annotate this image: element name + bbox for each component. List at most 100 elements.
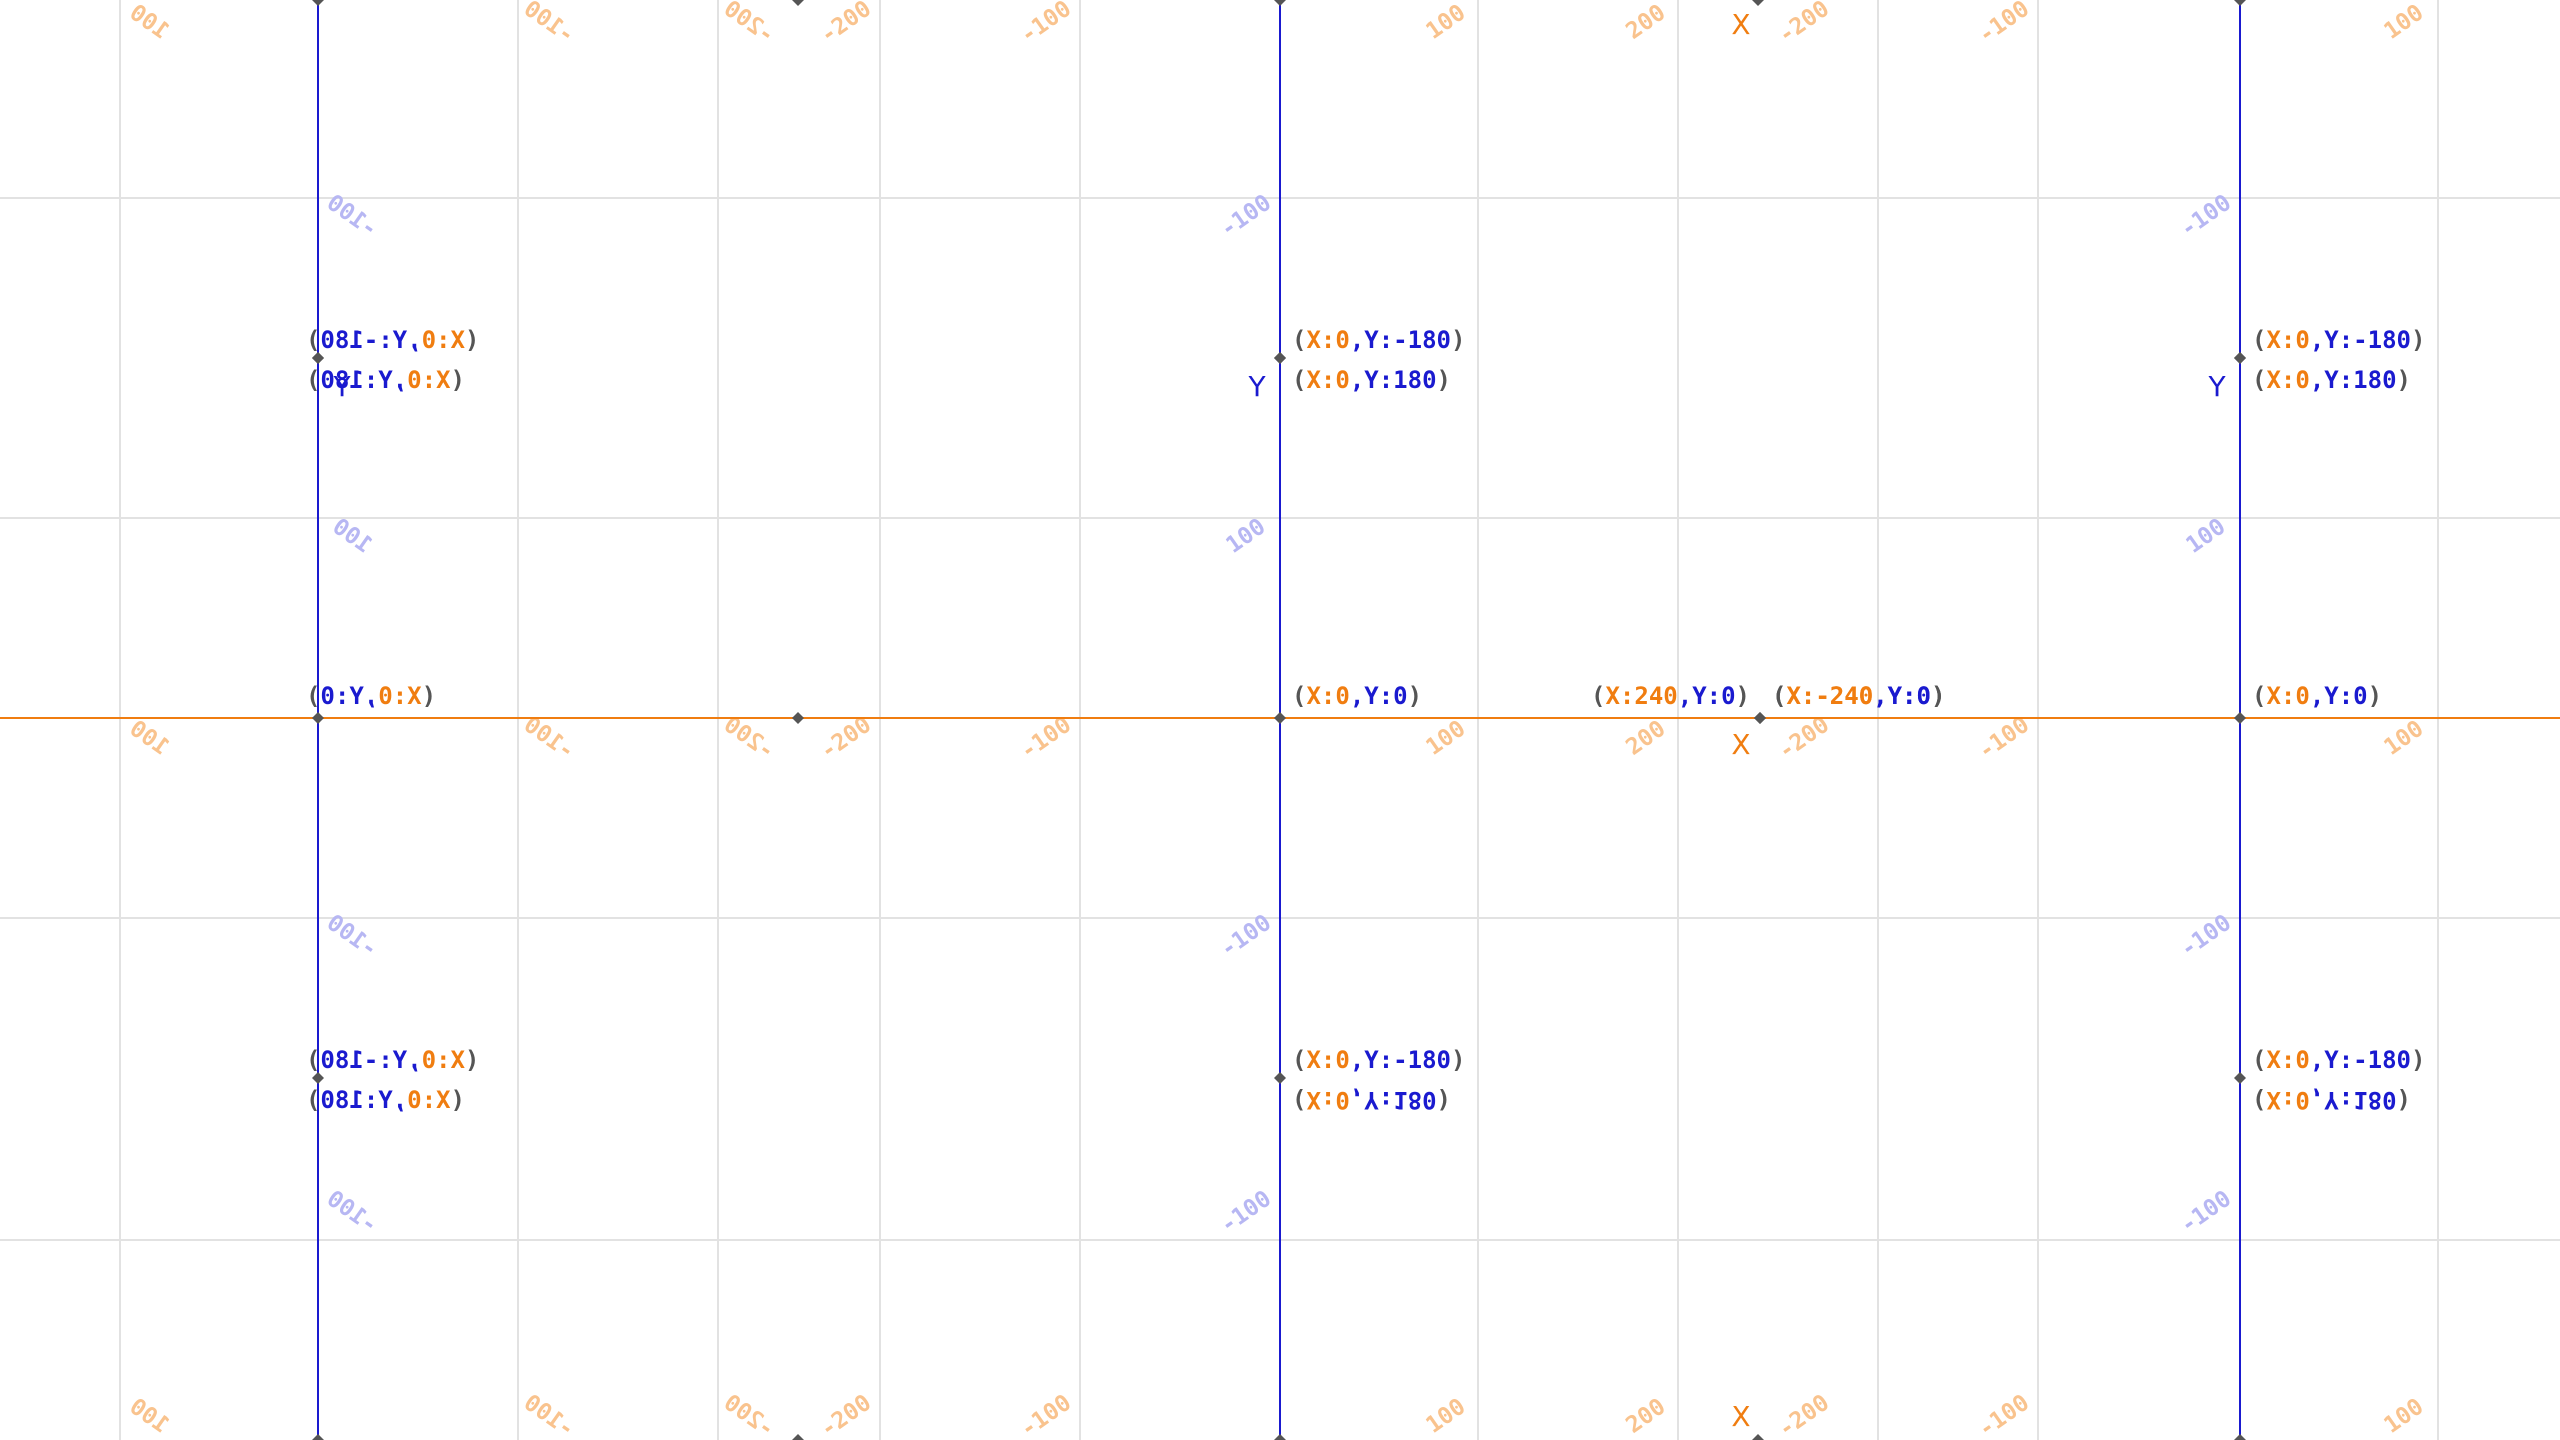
point-marker bbox=[312, 712, 324, 724]
point-label-part: X:240 bbox=[1605, 682, 1677, 710]
point-label-part: X:0 bbox=[422, 1046, 465, 1074]
y-axis-letter: Y bbox=[333, 370, 352, 403]
point-marker bbox=[1274, 1072, 1286, 1084]
point-label: (X:0,Y:0) bbox=[2252, 682, 2382, 710]
point-label-part: X:0 bbox=[378, 682, 421, 710]
point-marker bbox=[1274, 1434, 1286, 1440]
point-label-part: ( bbox=[465, 1046, 479, 1074]
point-label-part: Y:-180 bbox=[2324, 326, 2411, 354]
point-label-part: Y:180 bbox=[2324, 366, 2396, 394]
point-label-part: , bbox=[393, 1086, 407, 1114]
point-label-part: X:0 bbox=[1306, 1046, 1349, 1074]
point-label-part: ( bbox=[1292, 1086, 1306, 1114]
point-label-part: , bbox=[393, 366, 407, 394]
point-label-part: ) bbox=[1931, 682, 1945, 710]
x-axis-letter: X bbox=[1731, 1400, 1750, 1433]
point-label-part: , bbox=[1350, 366, 1364, 394]
point-label-part: , bbox=[364, 682, 378, 710]
point-label-part: ) bbox=[1451, 326, 1465, 354]
point-label: (X:240,Y:0) bbox=[1591, 682, 1750, 710]
point-label-part: X:0 bbox=[2266, 366, 2309, 394]
point-marker bbox=[312, 1072, 324, 1084]
point-label-part: ( bbox=[1292, 366, 1306, 394]
point-label-part: X:0 bbox=[2266, 1086, 2309, 1114]
point-label-part: ( bbox=[2252, 682, 2266, 710]
point-label-part: ( bbox=[1772, 682, 1786, 710]
point-label-part: ( bbox=[2252, 1046, 2266, 1074]
point-label-part: , bbox=[407, 1046, 421, 1074]
point-label-part: X:0 bbox=[2266, 326, 2309, 354]
point-label: (X:0,Y:180) bbox=[2252, 1086, 2411, 1114]
point-label: (X:-240,Y:0) bbox=[1772, 682, 1945, 710]
point-marker bbox=[1274, 0, 1286, 6]
point-label-part: ) bbox=[2411, 1046, 2425, 1074]
point-label-part: ) bbox=[1408, 682, 1422, 710]
point-marker bbox=[792, 1434, 804, 1440]
point-label-part: Y:0 bbox=[1364, 682, 1407, 710]
point-labels: (X:0,Y:-180)(X:0,Y:-180)(X:0,Y:180)(X:0,… bbox=[306, 326, 2425, 1114]
point-label-part: X:0 bbox=[2266, 1046, 2309, 1074]
point-label: (X:0,Y:180) bbox=[306, 1086, 465, 1114]
point-label-part: ( bbox=[1772, 682, 1786, 710]
point-marker bbox=[1274, 712, 1286, 724]
point-label-part: ) bbox=[2397, 1086, 2411, 1114]
x-axis-letter: X bbox=[1731, 728, 1750, 761]
point-label-part: ( bbox=[2252, 366, 2266, 394]
point-label-part: ) bbox=[1437, 1086, 1451, 1114]
point-marker bbox=[1274, 352, 1286, 364]
point-label-part: , bbox=[2310, 366, 2324, 394]
point-label-part: ) bbox=[306, 326, 320, 354]
point-label-part: , bbox=[1350, 326, 1364, 354]
point-label-part: ( bbox=[1591, 682, 1605, 710]
point-label-part: ) bbox=[1437, 366, 1451, 394]
point-label: (X:0,Y:-180) bbox=[2252, 326, 2425, 354]
point-label: (X:0,Y:-180) bbox=[2252, 1046, 2425, 1074]
point-label-part: Y:180 bbox=[320, 366, 392, 394]
point-label-part: ) bbox=[1931, 682, 1945, 710]
point-label-part: X:0 bbox=[422, 326, 465, 354]
point-label-part: ( bbox=[451, 366, 465, 394]
point-label-part: , bbox=[1350, 682, 1364, 710]
point-label-part: Y:-180 bbox=[1364, 1046, 1451, 1074]
point-label-part: X:-240 bbox=[1786, 682, 1873, 710]
point-marker bbox=[2234, 0, 2246, 6]
point-label-part: ) bbox=[2397, 366, 2411, 394]
point-label-part: ( bbox=[1292, 682, 1306, 710]
point-label-part: Y:180 bbox=[1364, 366, 1436, 394]
point-label-part: X:0 bbox=[407, 366, 450, 394]
point-label: (X:0,Y:180) bbox=[1292, 366, 1451, 394]
point-label: (X:0,Y:-180) bbox=[1292, 1046, 1465, 1074]
point-marker bbox=[312, 352, 324, 364]
point-label-part: Y:0 bbox=[1692, 682, 1735, 710]
point-label-part: Y:-180 bbox=[1364, 326, 1451, 354]
point-label-part: Y:180 bbox=[2324, 1086, 2396, 1114]
y-axis-letter: Y bbox=[1247, 370, 1266, 403]
x-axis-letter: X bbox=[1731, 8, 1750, 41]
point-label-part: Y:0 bbox=[320, 682, 363, 710]
point-marker bbox=[1752, 0, 1764, 6]
point-label-part: ) bbox=[1736, 682, 1750, 710]
point-marker bbox=[2234, 1072, 2246, 1084]
point-label-part: ) bbox=[2411, 326, 2425, 354]
y-axis-letter: Y bbox=[2207, 370, 2226, 403]
point-marker bbox=[2234, 712, 2246, 724]
point-label-part: , bbox=[1678, 682, 1692, 710]
point-label-part: , bbox=[2310, 326, 2324, 354]
point-label-part: , bbox=[2310, 1046, 2324, 1074]
point-label-part: , bbox=[1873, 682, 1887, 710]
point-label-part: ( bbox=[451, 1086, 465, 1114]
point-label: (X:0,Y:0) bbox=[1292, 682, 1422, 710]
point-label: (X:0,Y:-180) bbox=[306, 1046, 479, 1074]
point-marker bbox=[792, 0, 804, 6]
point-label-part: , bbox=[1350, 1086, 1364, 1114]
point-marker bbox=[2234, 352, 2246, 364]
point-label-part: Y:0 bbox=[2324, 682, 2367, 710]
point-label-part: ) bbox=[306, 1086, 320, 1114]
point-label-part: X:0 bbox=[1306, 366, 1349, 394]
point-label-part: ) bbox=[306, 366, 320, 394]
point-label-part: , bbox=[2310, 1086, 2324, 1114]
point-label-part: , bbox=[407, 326, 421, 354]
point-label-part: ) bbox=[306, 1046, 320, 1074]
